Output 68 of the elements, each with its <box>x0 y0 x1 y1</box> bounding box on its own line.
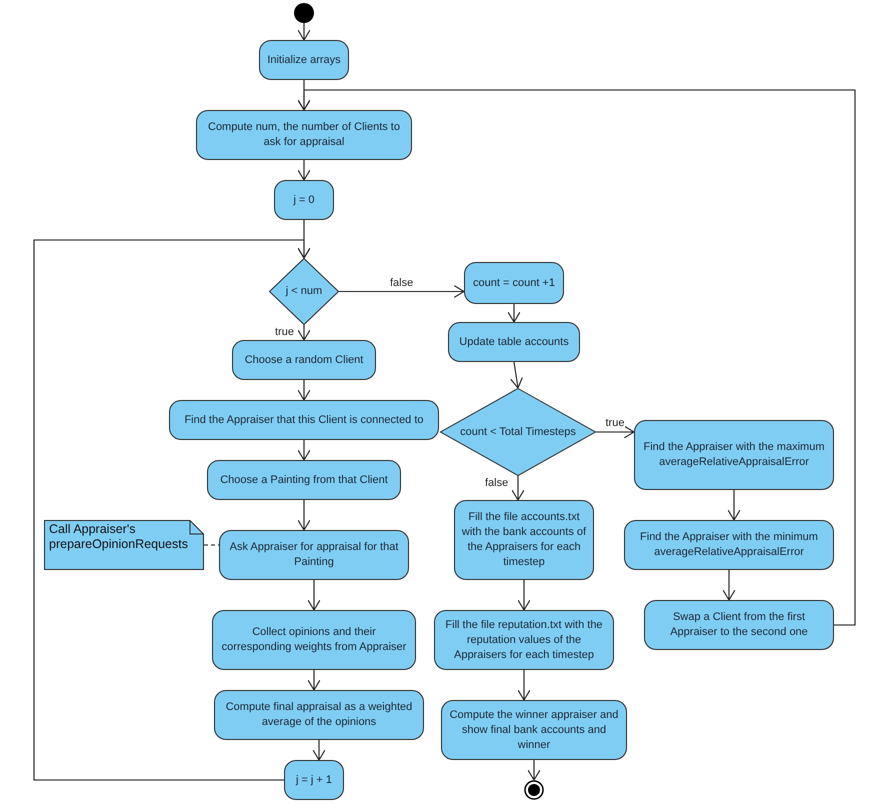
action-text: Fill the file reputation.txt with the reputation values of the Appraisers for each timestep <box>444 618 604 662</box>
flow-arrow <box>527 760 541 781</box>
flow-arrow <box>297 160 311 181</box>
action-text: Compute final appraisal as a weighted average of the opinions <box>224 700 414 730</box>
action-node <box>448 322 580 362</box>
action-text: count = count +1 <box>473 276 555 290</box>
action-text: Update table accounts <box>459 334 569 350</box>
final-node <box>524 780 544 800</box>
action-node <box>454 500 594 580</box>
flow-arrow <box>297 23 311 41</box>
action-text: Fill the file accounts.txt with the bank accounts of the Appraisers for each timestep <box>460 510 588 570</box>
action-node <box>644 600 834 650</box>
flow-arrow <box>727 490 741 521</box>
flow-arrow <box>517 670 531 701</box>
flow-arrow <box>297 440 311 461</box>
action-text: j = 0 <box>293 192 315 208</box>
action-text: j = j + 1 <box>296 772 332 788</box>
initial-node <box>294 3 314 23</box>
action-node <box>219 530 409 580</box>
action-node <box>434 610 614 670</box>
flow-arrow <box>307 670 321 691</box>
action-node <box>214 690 424 740</box>
action-text: Ask Appraiser for appraisal for that Painting <box>228 540 400 570</box>
flow-arrow <box>297 380 311 401</box>
flow-arrow <box>312 740 326 761</box>
action-text: Choose a Painting from that Client <box>220 472 388 488</box>
edge-label: false <box>389 276 414 290</box>
action-node <box>624 520 834 570</box>
decision-text: j < num <box>286 284 322 299</box>
decision-diamond <box>269 258 339 325</box>
action-node <box>196 110 412 160</box>
flow-arrow <box>517 580 531 611</box>
flow-arrow <box>510 362 523 389</box>
action-node <box>169 400 439 440</box>
flow-arrow <box>511 476 525 501</box>
action-text: Choose a random Client <box>244 352 364 368</box>
action-node <box>284 760 344 800</box>
action-node <box>441 700 627 760</box>
action-text: Initialize arrays <box>267 52 341 68</box>
comment-note <box>44 520 204 570</box>
note-text: Call Appraiser's prepareOpinionRequests <box>49 522 188 551</box>
flow-arrow <box>722 570 736 601</box>
action-text: Swap a Client from the first Appraiser to the second one <box>669 610 809 640</box>
flow-arrow <box>33 239 311 781</box>
action-node <box>212 610 416 670</box>
action-node <box>274 180 334 220</box>
action-text: Compute num, the number of Clients to ask for appraisal <box>207 120 401 150</box>
action-node <box>464 262 564 304</box>
flow-arrow <box>339 284 465 298</box>
flow-arrow <box>297 325 311 341</box>
flow-arrow <box>507 304 521 323</box>
edge-label: true <box>604 417 626 430</box>
flow-arrow <box>307 580 321 611</box>
action-node <box>259 40 349 80</box>
flow-arrow <box>297 89 856 626</box>
dashed-link-line <box>204 544 219 546</box>
decision-text: count < Total Timesteps <box>460 424 576 440</box>
decision-diamond <box>440 388 596 476</box>
action-text: Find the Appraiser with the minimum averageRelativeAppraisalError <box>639 530 819 560</box>
action-node <box>207 460 401 500</box>
action-text: Collect opinions and their corresponding weights from Appraiser <box>220 625 408 655</box>
flow-arrow <box>596 425 635 439</box>
flow-arrow <box>297 500 311 531</box>
action-node <box>634 420 834 490</box>
action-text: Find the Appraiser with the maximum averageRelativeAppraisalError <box>642 440 826 470</box>
action-text: Find the Appraiser that this Client is connected to <box>184 412 424 428</box>
action-node <box>232 340 376 380</box>
action-text: Compute the winner appraiser and show final bank accounts and winner <box>448 708 620 752</box>
